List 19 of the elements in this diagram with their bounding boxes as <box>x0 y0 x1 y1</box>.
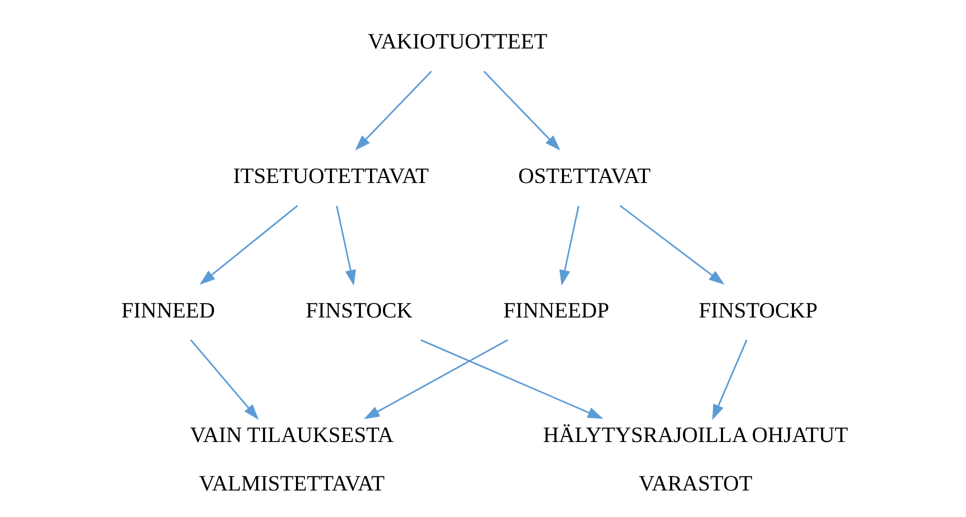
arrow <box>482 70 560 150</box>
arrow <box>420 339 603 419</box>
node-text: OSTETTAVAT <box>518 162 650 188</box>
node-text: ITSETUOTETTAVAT <box>232 162 428 188</box>
arrow <box>199 205 298 285</box>
node-text: HÄLYTYSRAJOILLA OHJATUT VARASTOT <box>542 422 848 496</box>
node-text: FINSTOCK <box>305 298 412 322</box>
node-text: FINSTOCKP <box>698 298 818 322</box>
arrow <box>619 204 724 285</box>
arrow <box>190 339 258 420</box>
node-text: FINNEEDP <box>502 298 609 322</box>
arrow <box>363 339 508 420</box>
node-text: VAKIOTUOTTEET <box>367 28 547 54</box>
arrow <box>354 70 432 150</box>
node-text: VAIN TILAUKSESTA VALMISTETTAVAT <box>190 422 394 496</box>
arrow <box>558 206 579 286</box>
node-text: FINNEED <box>120 298 214 322</box>
arrow <box>335 206 356 286</box>
arrow <box>712 340 747 420</box>
